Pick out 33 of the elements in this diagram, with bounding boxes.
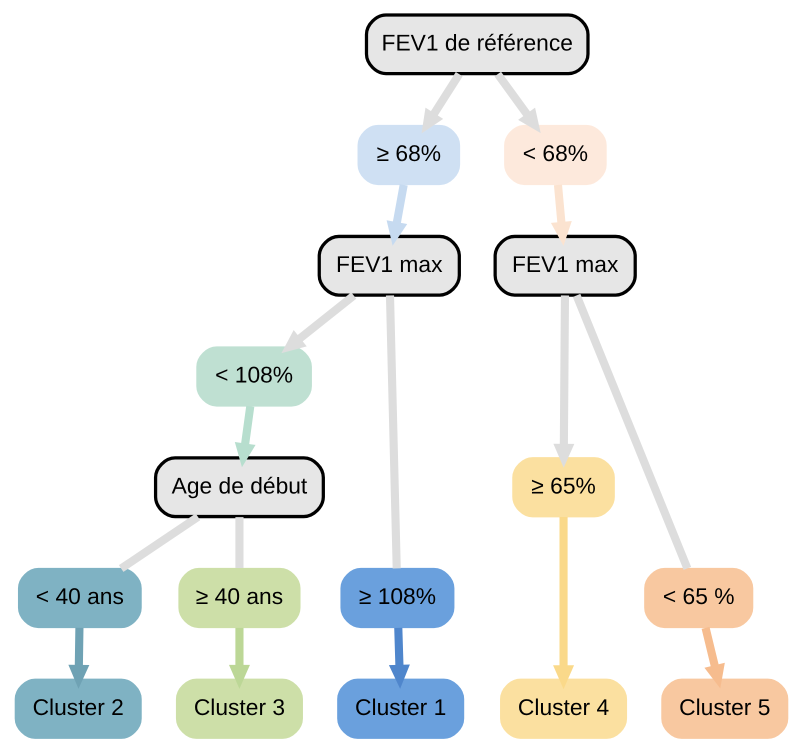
node-box: < 108% — [196, 346, 312, 407]
arrow — [701, 626, 724, 689]
node-box: Cluster 5 — [660, 678, 788, 739]
node-box: ≥ 65% — [512, 457, 614, 518]
node-box: Cluster 1 — [336, 678, 464, 739]
arrow — [552, 516, 574, 690]
node-box: < 68% — [504, 124, 606, 186]
arrow — [494, 72, 540, 134]
node-box: < 40 ans — [17, 568, 142, 628]
arrow — [386, 184, 408, 246]
arrow — [388, 628, 410, 689]
connector — [118, 513, 200, 572]
node-box: Cluster 4 — [500, 678, 627, 739]
connector — [234, 517, 244, 568]
arrow — [228, 628, 250, 689]
arrow — [420, 72, 462, 134]
arrow — [552, 295, 574, 468]
arrow — [68, 628, 89, 689]
connector — [385, 295, 400, 568]
node-box: < 65 % — [644, 568, 753, 628]
arrow — [550, 184, 572, 246]
arrow — [280, 292, 356, 354]
node-box: ≥ 40 ans — [178, 568, 300, 628]
node-box: Cluster 2 — [14, 678, 142, 739]
arrow — [234, 406, 256, 468]
node-box: FEV1 max — [493, 234, 636, 297]
connector — [572, 294, 691, 570]
node-box: ≥ 68% — [357, 124, 460, 186]
node-box: FEV1 de référence — [364, 13, 590, 76]
node-box: Cluster 3 — [175, 678, 302, 739]
node-box: FEV1 max — [317, 234, 460, 297]
node-box: ≥ 108% — [340, 568, 454, 628]
node-box: Age de début — [153, 456, 324, 518]
